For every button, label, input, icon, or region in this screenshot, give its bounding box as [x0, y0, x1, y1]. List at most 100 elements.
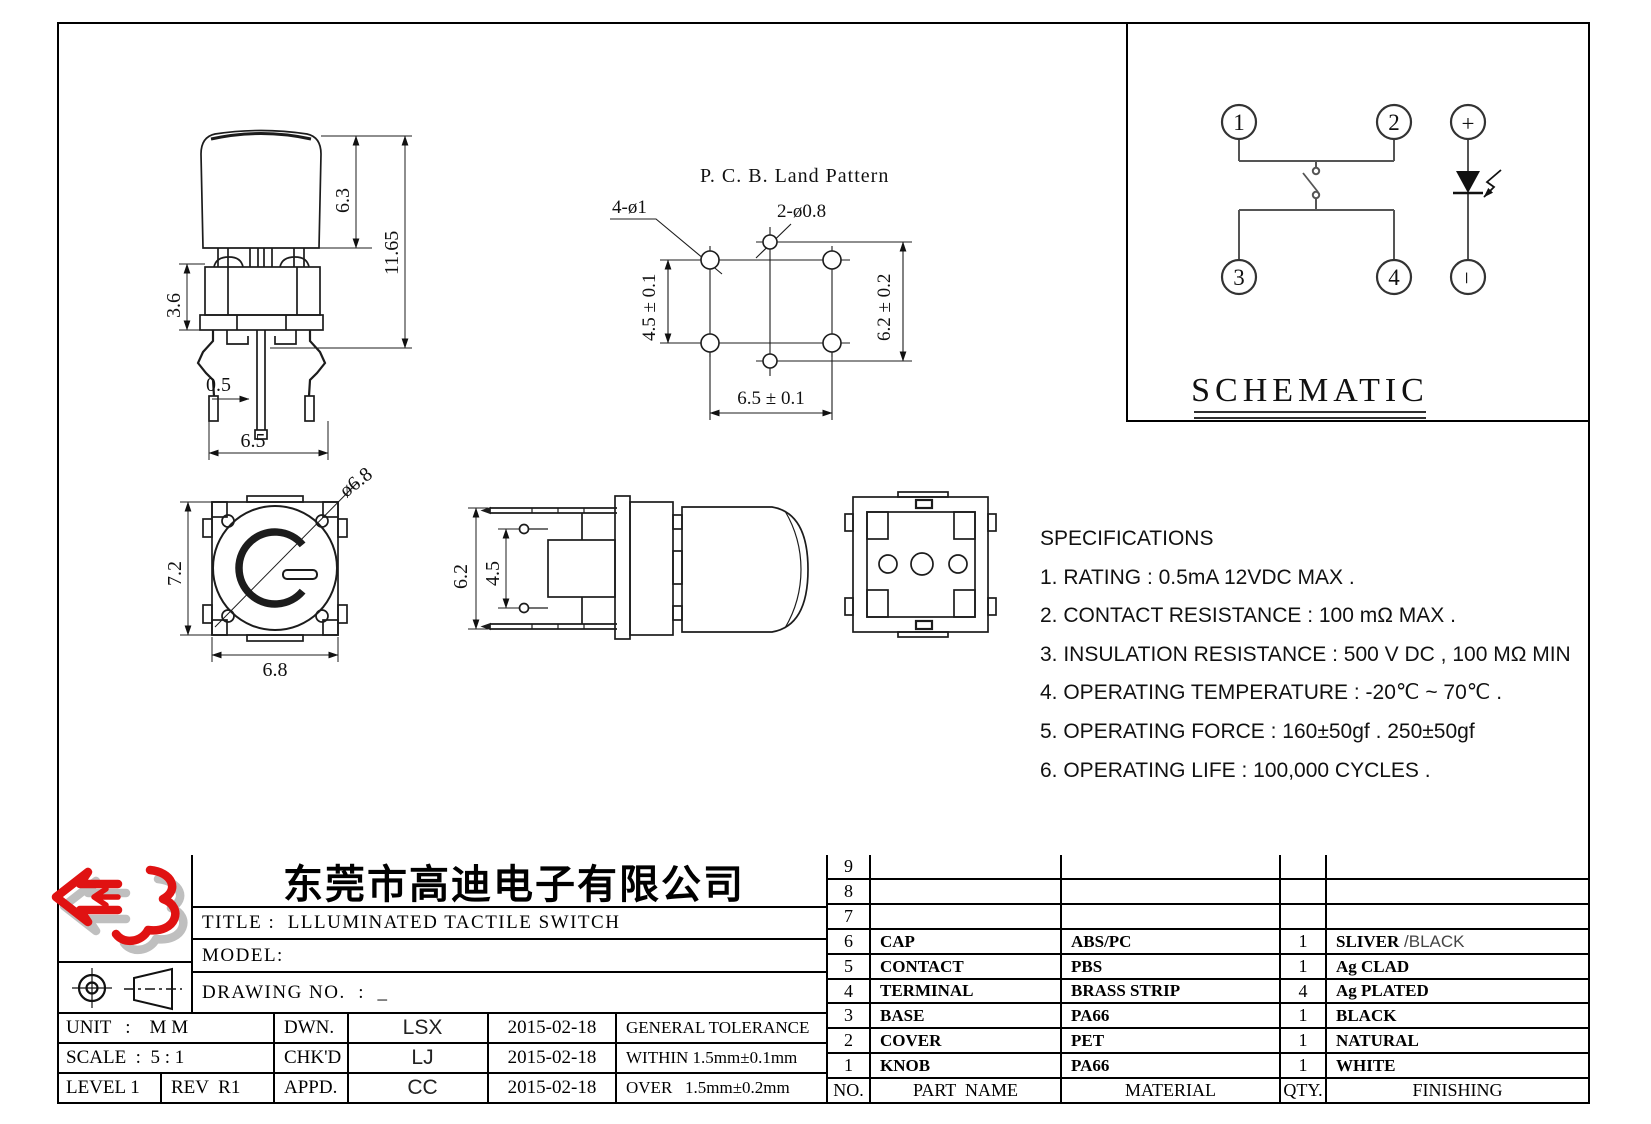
dwn-label: DWN.: [275, 1014, 349, 1044]
specifications-block: SPECIFICATIONS 1. RATING : 0.5mA 12VDC M…: [1040, 520, 1596, 790]
led-light-arrow: [1483, 169, 1502, 198]
level-field: LEVEL 1: [57, 1074, 162, 1104]
schematic-title: SCHEMATIC: [1191, 372, 1429, 409]
dim-cap-diameter: ø6.8: [336, 463, 377, 502]
spec-item: 2. CONTACT RESISTANCE : 100 mΩ MAX .: [1040, 604, 1456, 628]
part-row-material: PBS: [1062, 955, 1281, 980]
spec-item: 4. OPERATING TEMPERATURE : -20℃ ~ 70℃ .: [1040, 681, 1503, 705]
part-row-qty: [1281, 905, 1327, 930]
part-row-name: CAP: [871, 930, 1062, 955]
part-row-qty: 4: [1281, 980, 1327, 1004]
part-row-qty: 1: [1281, 1004, 1327, 1029]
part-row-name: [871, 880, 1062, 905]
schematic-box: [1126, 22, 1590, 422]
parts-header-name: PART NAME: [871, 1079, 1062, 1104]
side-flange: [614, 495, 631, 640]
chkd-date: 2015-02-18: [489, 1044, 617, 1074]
part-row-no: 9: [828, 855, 871, 880]
dim-top-height: 7.2: [164, 561, 186, 586]
part-row-material: [1062, 905, 1281, 930]
base-plate: [199, 314, 324, 331]
part-row-qty: [1281, 855, 1327, 880]
chkd-name: LJ: [349, 1044, 489, 1074]
part-row-name: [871, 905, 1062, 930]
dim-land-v2: 6.2 ± 0.2: [874, 274, 895, 341]
land-pattern-title: P. C. B. Land Pattern: [700, 165, 889, 187]
pin-4-label: 4: [1388, 265, 1400, 290]
label-middle-holes: 2-ø0.8: [777, 201, 826, 222]
part-row-no: 6: [828, 930, 871, 955]
part-row-name: KNOB: [871, 1054, 1062, 1079]
dim-body-height: 3.6: [163, 293, 185, 318]
pin-1-label: 1: [1233, 110, 1245, 135]
pin-2-label: 2: [1388, 110, 1400, 135]
spec-item: 6. OPERATING LIFE : 100,000 CYCLES .: [1040, 758, 1431, 782]
led-window-bar: [282, 569, 318, 580]
part-row-no: 1: [828, 1054, 871, 1079]
spec-item: 1. RATING : 0.5mA 12VDC MAX .: [1040, 565, 1355, 589]
side-view: 6.2 4.5: [450, 495, 809, 640]
part-row-qty: [1281, 880, 1327, 905]
appd-date: 2015-02-18: [489, 1074, 617, 1104]
side-body: [629, 501, 674, 636]
appd-name: CC: [349, 1074, 489, 1104]
side-bracket: [547, 539, 616, 598]
part-row-qty: 1: [1281, 1029, 1327, 1054]
finishing-primary: SLIVER: [1336, 931, 1400, 951]
front-view: 6.3 11.65 3.6 0.5 6.5: [163, 129, 412, 460]
dim-side-height: 6.2: [450, 564, 472, 589]
part-row-finishing: Ag CLAD: [1327, 955, 1590, 980]
part-row-no: 3: [828, 1004, 871, 1029]
led-window-c: [235, 528, 306, 608]
cathode-label: −: [1454, 272, 1479, 285]
cap-circle: [212, 505, 338, 631]
part-row-finishing: [1327, 855, 1590, 880]
cone-symbol: [133, 967, 173, 1011]
led-symbol: [1456, 171, 1480, 193]
label-corner-holes: 4-ø1: [612, 197, 647, 218]
drawing-no-field: DRAWING NO. : _: [193, 973, 828, 1014]
dwn-name: LSX: [349, 1014, 489, 1044]
right-leg: [307, 330, 327, 397]
company-name: 东莞市高迪电子有限公司: [193, 855, 828, 908]
logo-cell: [57, 855, 193, 963]
part-row-no: 2: [828, 1029, 871, 1054]
part-row-no: 7: [828, 905, 871, 930]
rev-field: REV R1: [162, 1074, 275, 1104]
anode-label: +: [1462, 111, 1475, 136]
pcb-land-pattern: P. C. B. Land Pattern 4-ø1 2-ø0.8 4.5 ± …: [610, 165, 912, 420]
part-row-name: TERMINAL: [871, 980, 1062, 1004]
cap-dome-line: [210, 132, 312, 141]
part-row-qty: 1: [1281, 955, 1327, 980]
part-row-name: BASE: [871, 1004, 1062, 1029]
part-row-finishing: WHITE: [1327, 1054, 1590, 1079]
part-row-name: CONTACT: [871, 955, 1062, 980]
part-row-material: ABS/PC: [1062, 930, 1281, 955]
model-field: MODEL:: [193, 940, 828, 973]
tolerance-within: WITHIN 1.5mm±0.1mm: [617, 1044, 828, 1074]
part-row-material: [1062, 880, 1281, 905]
part-row-qty: 1: [1281, 1054, 1327, 1079]
part-row-no: 5: [828, 955, 871, 980]
specifications-title: SPECIFICATIONS: [1040, 527, 1214, 550]
top-view: 7.2 6.8 ø6.8: [164, 463, 377, 681]
dim-cap-height: 6.3: [332, 188, 354, 213]
part-row-material: PA66: [1062, 1004, 1281, 1029]
dim-land-h1: 6.5 ± 0.1: [737, 388, 804, 409]
part-row-finishing: Ag PLATED: [1327, 980, 1590, 1004]
part-row-no: 4: [828, 980, 871, 1004]
spec-item: 5. OPERATING FORCE : 160±50gf . 250±50gf: [1040, 719, 1475, 743]
title-field: TITLE : LLLUMINATED TACTILE SWITCH: [193, 908, 828, 940]
cap-outline: [200, 129, 322, 249]
part-row-material: [1062, 855, 1281, 880]
company-logo: [51, 865, 188, 954]
dim-contact-span: 4.5: [482, 561, 504, 586]
part-row-name: COVER: [871, 1029, 1062, 1054]
part-row-finishing: SLIVER /BLACK: [1327, 930, 1590, 955]
general-tolerance: GENERAL TOLERANCE: [617, 1014, 828, 1044]
part-row-finishing: [1327, 905, 1590, 930]
spec-item: 3. INSULATION RESISTANCE : 500 V DC , 10…: [1040, 642, 1571, 666]
parts-header-material: MATERIAL: [1062, 1079, 1281, 1104]
